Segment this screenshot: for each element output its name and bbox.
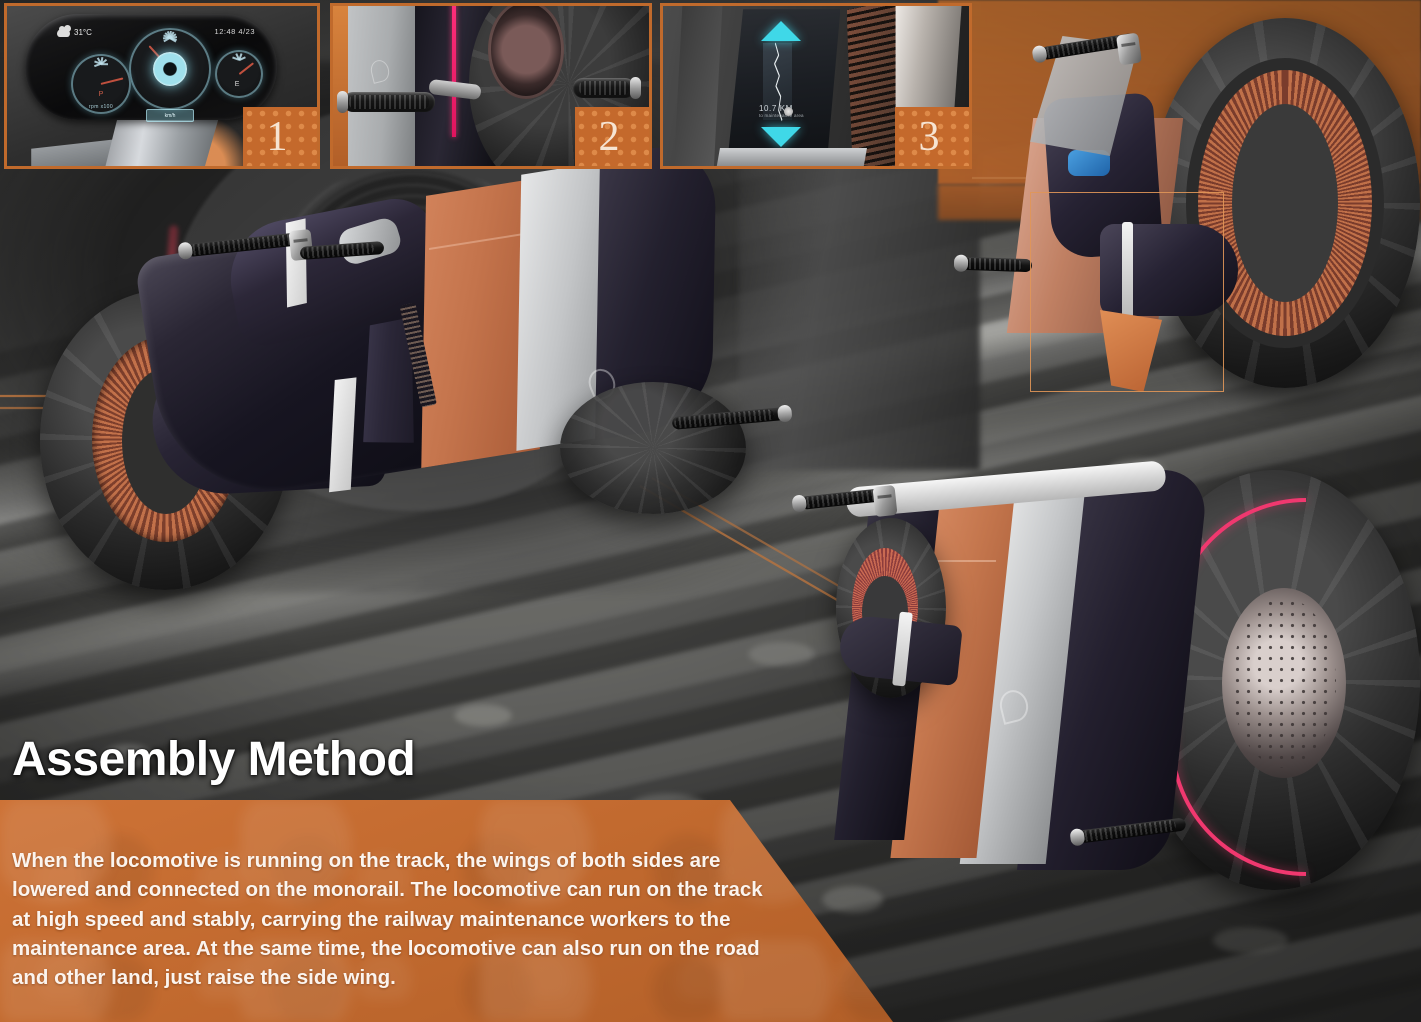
weather-readout: 31°C: [57, 24, 92, 37]
arrow-up-icon: [761, 21, 802, 42]
thumbnail-2-number-badge: 2: [575, 107, 649, 166]
gear-indicator: P: [98, 91, 104, 99]
thumbnail-1-instrument-cluster[interactable]: 31°C 12:48 4/23: [4, 3, 320, 169]
thumbnail-2-highlight-line: [451, 6, 456, 138]
description-text: When the locomotive is running on the tr…: [12, 849, 763, 990]
fuel-label: E: [234, 80, 240, 88]
thumbnail-1-number-badge: 1: [243, 107, 317, 166]
description-panel: When the locomotive is running on the tr…: [0, 800, 893, 1022]
dashboard-pod: 31°C 12:48 4/23: [25, 14, 277, 122]
clock-label: 12:48 4/23: [214, 27, 255, 36]
detail-thumbnail-strip: 31°C 12:48 4/23: [0, 0, 1421, 175]
thumbnail-3-navigation-detail[interactable]: 10.7 KM to maintenance area 3: [660, 3, 972, 169]
nav-status-dot: [783, 107, 793, 117]
gauge-core-glow: [153, 52, 187, 86]
main-view-rear-tire: [560, 382, 746, 514]
front-view-footpeg: [953, 254, 1033, 273]
speed-gauge: km/h: [129, 28, 211, 122]
arrow-down-icon: [761, 127, 802, 148]
route-path-icon: [774, 42, 783, 122]
thumbnail-2-footpeg-right: [573, 77, 641, 99]
speed-unit-label: km/h: [146, 109, 194, 122]
thumbnail-3-number-badge: 3: [895, 107, 969, 166]
side-wing-highlight: [1030, 192, 1224, 392]
thumbnail-2-hubless-rim: [487, 6, 564, 99]
tach-unit-label: rpm x100: [88, 104, 114, 110]
navigation-screen[interactable]: 10.7 KM to maintenance area: [727, 9, 841, 163]
page-title: Assembly Method: [12, 733, 416, 786]
nav-distance-readout: 10.7 KM to maintenance area: [758, 104, 804, 119]
temperature-label: 31°C: [74, 28, 92, 37]
thumbnail-3-vent: [846, 6, 896, 166]
thumbnail-2-footpeg-left: [337, 91, 435, 113]
thumbnail-2-footpeg-detail[interactable]: 2: [330, 3, 652, 169]
fuel-gauge: E: [215, 50, 263, 98]
tachometer-gauge: P rpm x100: [71, 54, 131, 114]
cloud-icon: [57, 24, 71, 37]
